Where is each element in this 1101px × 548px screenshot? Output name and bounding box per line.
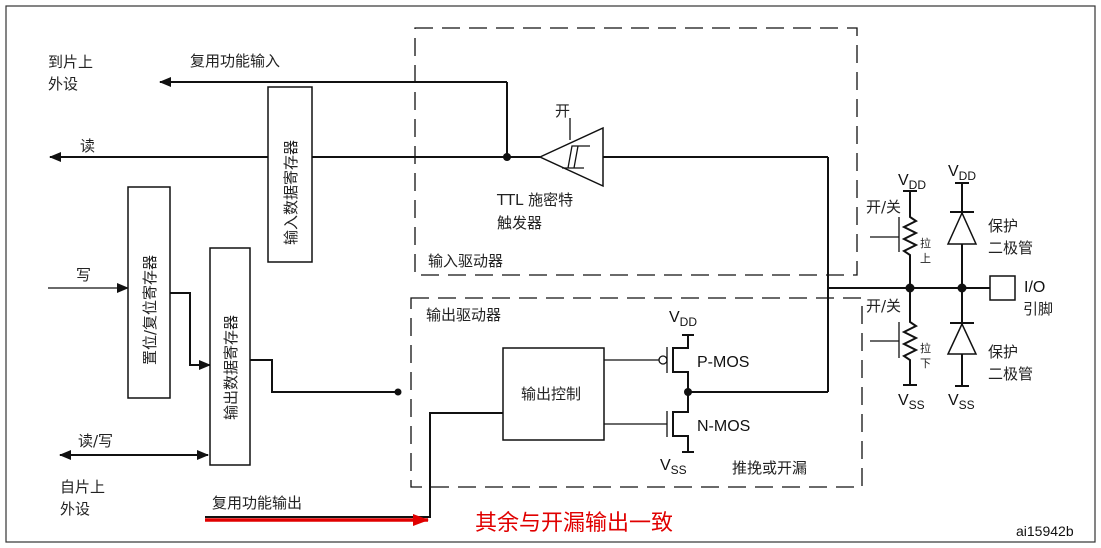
alt-output-wire (205, 412, 503, 518)
junction (503, 153, 511, 161)
alt-function-output-label: 复用功能输出 (212, 494, 302, 512)
pmos-label: P-MOS (697, 354, 749, 371)
input-data-register (267, 86, 313, 263)
pull-up-label-2: 上 (920, 252, 931, 265)
read-label: 读 (80, 137, 95, 155)
to-peripheral-label: 到片上 (48, 53, 93, 71)
odr-wire (250, 359, 398, 393)
pull-up-resistor (901, 191, 919, 288)
open-drain-annotation: 其余与开漏输出一致 (475, 511, 673, 536)
ttl-schmitt-label: TTL 施密特 (496, 191, 573, 209)
pull-up-label: 拉 (920, 236, 931, 250)
vss-label: VSS (660, 457, 687, 477)
from-peripheral-label: 自片上 (60, 478, 105, 496)
to-peripheral-label-2: 外设 (48, 75, 78, 93)
pullup-on-off-label: 开/关 (866, 198, 901, 216)
schmitt-trigger (538, 126, 604, 188)
io-pin-label: 引脚 (1023, 300, 1053, 318)
io-label: I/O (1024, 279, 1045, 296)
protect-diode-label-3: 保护 (988, 343, 1018, 361)
diode-vss-label: VSS (948, 392, 975, 412)
pull-down-resistor (901, 288, 919, 385)
lower-protection-diode (946, 322, 978, 355)
pulldown-on-off-label: 开/关 (866, 297, 901, 315)
from-peripheral-label-2: 外设 (60, 500, 90, 518)
input-driver-region (414, 27, 858, 276)
junction (957, 283, 967, 293)
input-data-register-label: 输入数据寄存器 (282, 140, 300, 245)
output-driver-region (410, 297, 863, 488)
hysteresis-icon (562, 145, 590, 169)
nmos-label: N-MOS (697, 418, 750, 435)
schmitt-on-label: 开 (555, 102, 570, 120)
input-driver-label: 输入驱动器 (428, 252, 503, 270)
protect-diode-label-4: 二极管 (988, 365, 1033, 383)
vdd-label: VDD (669, 309, 697, 329)
set-reset-wire (170, 292, 211, 370)
outer-frame (5, 5, 1096, 543)
output-data-register-label: 输出数据寄存器 (222, 315, 240, 420)
nmos (672, 392, 689, 452)
figure-id: ai15942b (1016, 523, 1074, 539)
junction (684, 388, 692, 396)
pulldown-vss-label: VSS (898, 392, 925, 412)
read-write-label: 读/写 (78, 432, 113, 450)
push-pull-open-drain-label: 推挽或开漏 (732, 459, 807, 477)
set-reset-register (127, 186, 171, 399)
alt-function-input-label: 复用功能输入 (190, 52, 280, 70)
output-control-block (502, 347, 605, 441)
set-reset-register-label: 置位/复位寄存器 (141, 255, 159, 365)
junction (394, 388, 402, 396)
output-data-register (209, 247, 251, 466)
output-driver-label: 输出驱动器 (426, 306, 501, 324)
io-pin (989, 275, 1016, 301)
output-control-label: 输出控制 (521, 385, 581, 403)
protect-diode-label: 保护 (988, 217, 1018, 235)
write-label: 写 (76, 266, 91, 284)
ttl-schmitt-label-2: 触发器 (497, 214, 542, 232)
pullup-vdd-label: VDD (898, 172, 926, 192)
pmos (672, 335, 689, 392)
upper-protection-diode (946, 211, 978, 245)
protect-diode-label-2: 二极管 (988, 239, 1033, 257)
pull-down-label: 拉 (920, 341, 931, 355)
diode-vdd-label: VDD (948, 163, 976, 183)
pull-down-label-2: 下 (920, 357, 931, 370)
pmos-bubble (658, 355, 668, 365)
